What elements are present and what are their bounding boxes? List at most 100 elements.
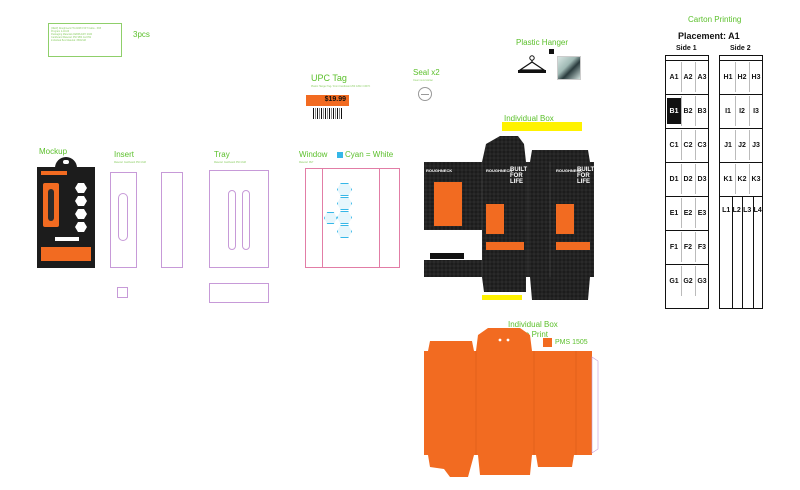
carton-cell-l2: L2 [732,206,741,214]
carton-cell-k1: K1 [723,175,733,183]
carton-cell-b1: B1 [667,98,681,124]
carton-title: Carton Printing [688,15,742,24]
carton-cell-l4: L4 [753,206,762,214]
carton-cell-a2: A2 [683,73,693,81]
carton-cell-h2: H2 [737,73,747,81]
tray-title: Tray [214,150,230,159]
hanger-swatch [549,49,554,54]
qty-label: 3pcs [133,30,150,39]
mockup-badge [75,209,87,219]
carton-col-line [695,96,696,126]
carton-row-line [666,196,708,197]
carton-cell-c3: C3 [697,141,707,149]
window-title: Window [299,150,328,159]
carton-row-line [666,162,708,163]
box-bottom-highlight [482,295,522,300]
window-badge [337,183,352,196]
carton-row-line [666,60,708,61]
tagline-line: FOR [510,173,523,179]
carton-cell-h3: H3 [751,73,761,81]
carton-cell-g1: G1 [669,277,679,285]
insert-side [161,172,183,268]
carton-cell-d2: D2 [683,175,693,183]
carton-col-line [731,196,733,308]
window-subtitle: Material: PET [299,161,314,164]
tagline-line: LIFE [510,179,523,185]
box-tagline-back: BUILT FOR LIFE [577,167,594,185]
box-tagline-front: BUILT FOR LIFE [510,167,527,185]
carton-col-line [735,62,736,92]
carton-col-line [695,62,696,92]
window-badge [337,211,352,224]
upc-tag: $19.99 [306,95,349,122]
mockup-hang-hole [63,160,69,164]
hanger-icon [518,55,546,73]
seal-title: Seal x2 [413,68,440,77]
carton-col-line [695,164,696,194]
carton-cell-j3: J3 [752,141,760,149]
window-badge [337,197,352,210]
carton-col-line [749,130,750,160]
spec-line: Packaging Materials FEBRUARY 2020 [51,33,93,36]
spec-block: (NEW) Roughneck HV-0188 6.5FT Cable - PA… [48,23,122,57]
mockup-badge [75,196,87,206]
carton-cell-j2: J2 [738,141,746,149]
carton-cell-e3: E3 [697,209,707,217]
carton-col-line [695,130,696,160]
carton-row-line [666,128,708,129]
carton-row-line [666,94,708,95]
mockup-logo [55,237,79,241]
seal-sticker [418,87,432,101]
carton-cell-c1: C1 [669,141,679,149]
seal-subtitle: Clear round sticker [413,79,434,82]
mockup-badge [75,183,87,193]
carton-col-line [752,196,754,308]
carton-cell-h1: H1 [723,73,733,81]
mockup-title: Mockup [39,147,68,156]
carton-cell-g2: G2 [683,277,693,285]
tagline-line: LIFE [577,179,590,185]
carton-cell-i1: I1 [725,107,731,115]
carton-col-line [681,232,682,262]
insert-dieline [110,172,137,268]
carton-cell-i2: I2 [739,107,745,115]
carton-cell-c2: C2 [683,141,693,149]
carton-row-line [720,94,762,95]
carton-cell-d3: D3 [697,175,707,183]
window-badge [337,225,352,238]
carton-col-line [681,130,682,160]
tray-subtitle: Material: Cardboard 350 GSM [214,161,246,164]
inside-print-dieline [424,328,599,477]
individual-box-title: Individual Box [504,114,554,123]
tray-dieline [209,170,269,268]
carton-col-line [735,130,736,160]
carton-col-line [749,164,750,194]
tray-cable-cavity [228,190,236,250]
carton-cell-a1: A1 [669,73,679,81]
tray-bottom-piece [209,283,269,303]
carton-col-line [735,164,736,194]
tagline-line: BUILT [577,167,595,173]
carton-cell-k3: K3 [751,175,761,183]
carton-col-line [681,164,682,194]
carton-cell-l1: L1 [722,206,731,214]
tray-cable-cavity [242,190,250,250]
window-badge [324,212,337,224]
spec-line: (NEW) Roughneck HV-0188 6.5FT Cable - PA… [51,27,102,30]
carton-side2-label: Side 2 [730,45,751,52]
box-brand-back: ROUGHNECK [556,168,583,173]
carton-cell-k2: K2 [737,175,747,183]
insert-slot [118,193,128,241]
insert-title: Insert [114,150,135,159]
insert-small-piece [117,287,128,298]
cyan-swatch [337,152,343,158]
upc-price-bar: $19.99 [306,95,349,106]
carton-col-line [749,62,750,92]
carton-cell-l3: L3 [743,206,752,214]
carton-cell-d1: D1 [669,175,679,183]
hanger-photo [557,56,581,80]
carton-col-line [695,232,696,262]
mockup-box [37,167,95,268]
upc-tag-title: UPC Tag [311,73,347,83]
